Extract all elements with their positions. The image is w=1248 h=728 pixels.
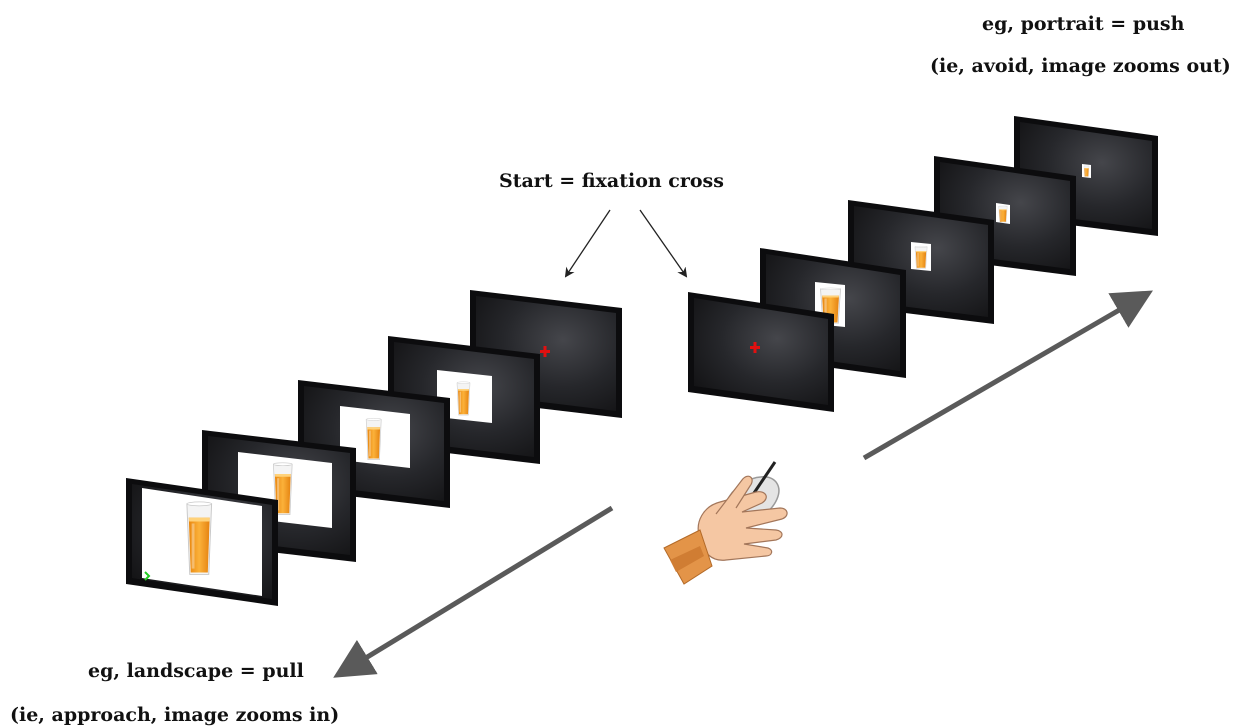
left-screen-front	[126, 478, 278, 606]
pull-explanation-label: (ie, approach, image zooms in)	[10, 704, 340, 726]
pull-condition-label: eg, landscape = pull	[88, 660, 304, 682]
arrow-to-left-fixation	[564, 209, 611, 278]
hand-on-mouse-icon	[663, 461, 788, 585]
arrow-to-right-fixation	[639, 209, 688, 278]
cursor-icon	[144, 571, 151, 581]
push-explanation-label: (ie, avoid, image zooms out)	[930, 55, 1231, 77]
pull-arrow	[333, 505, 614, 678]
fixation-cross-icon	[750, 342, 760, 353]
right-screen-fixation	[688, 292, 834, 412]
push-condition-label: eg, portrait = push	[982, 13, 1185, 35]
fixation-cross-icon	[540, 346, 550, 357]
start-label: Start = fixation cross	[499, 170, 724, 192]
push-arrow	[862, 290, 1153, 461]
